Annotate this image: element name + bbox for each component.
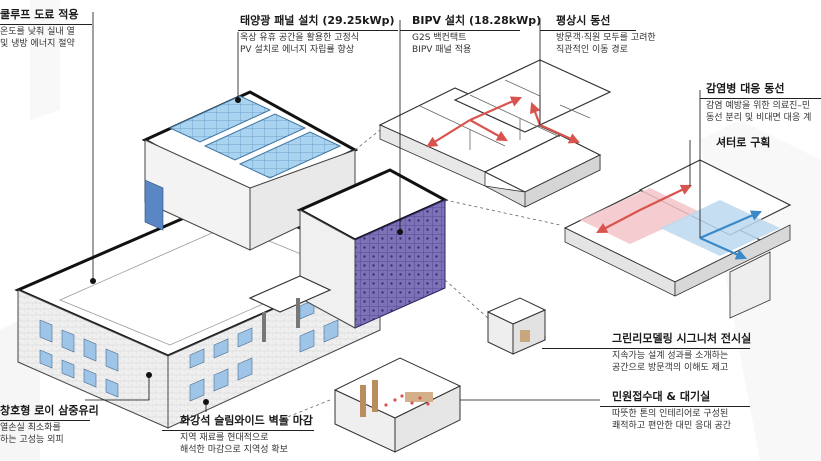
- main-building: [14, 90, 449, 429]
- callout-rule: [0, 420, 90, 421]
- callout-bipv-line-2: BIPV 패널 적용: [412, 45, 472, 55]
- floorplan-normal: [378, 59, 612, 208]
- floorplan-infection: [563, 159, 792, 319]
- callout-facade-line-2: 해석한 마감으로 지역성 확보: [180, 445, 288, 455]
- callout-green-remodel: 그린리모델링 시그니처 전시실 지속가능 설계 성과를 소개하는 공간으로 방문…: [542, 330, 752, 374]
- callout-window-line-2: 하는 고성능 외피: [0, 435, 64, 445]
- callout-cool-roof-title: 쿨루프 도료 적용: [0, 8, 79, 21]
- callout-infection-flow-title: 감염병 대응 동선: [706, 82, 785, 95]
- leader-lines: [85, 12, 701, 412]
- callout-green-remodel-title: 그린리모델링 시그니처 전시실: [612, 332, 752, 345]
- exhibition-room: [486, 297, 547, 355]
- callout-rule: [400, 30, 520, 31]
- callout-bipv-line-1: G2S 백컨택트: [412, 33, 467, 43]
- callout-normal-flow-line-2: 직관적인 이동 경로: [556, 45, 628, 55]
- callout-normal-flow-line-1: 방문객·직원 모두를 고려한: [556, 33, 656, 43]
- callout-infection-flow-line-1: 감염 예방을 위한 의료진–민: [706, 101, 811, 111]
- callout-facade-title: 화강석 슬림와이드 벽돌 마감: [180, 414, 313, 427]
- callout-solar-line-2: PV 설치로 에너지 자립률 향상: [240, 45, 355, 55]
- callout-reception: 민원접수대 & 대기실 따뜻한 톤의 인테리어로 구성된 쾌적하고 편안한 대민…: [600, 388, 750, 432]
- callout-window-title: 창호형 로이 삼중유리: [0, 404, 99, 417]
- callout-reception-title: 민원접수대 & 대기실: [612, 390, 711, 403]
- callout-cool-roof: 쿨루프 도료 적용 온도를 낮춰 실내 열 및 냉방 에너지 절약: [0, 6, 92, 50]
- solar-panels: [168, 95, 342, 179]
- callout-bipv-title: BIPV 설치 (18.28kWp): [412, 14, 542, 27]
- callout-facade: 화강석 슬림와이드 벽돌 마감 지역 재료를 현대적으로 해석한 마감으로 지역…: [162, 412, 314, 456]
- callout-infection-flow-line-2: 동선 분리 및 비대면 대응 계: [706, 113, 812, 123]
- callout-rule: [540, 30, 636, 31]
- callout-rule: [600, 406, 750, 407]
- callout-solar-line-1: 옥상 유휴 공간을 활용한 고정식: [240, 33, 360, 43]
- callout-reception-line-2: 쾌적하고 편안한 대민 응대 공간: [612, 421, 732, 431]
- callout-infection-flow: 감염병 대응 동선 감염 예방을 위한 의료진–민 동선 분리 및 비대면 대응…: [700, 80, 821, 124]
- callout-facade-line-1: 지역 재료를 현대적으로: [180, 433, 269, 443]
- callout-shutter-title: 셔터로 구획: [716, 136, 771, 149]
- callout-window: 창호형 로이 삼중유리 열손실 최소화를 하는 고성능 외피: [0, 402, 99, 446]
- callout-bipv: BIPV 설치 (18.28kWp) G2S 백컨택트 BIPV 패널 적용: [400, 12, 542, 56]
- reception-room: [333, 357, 462, 453]
- callout-rule: [162, 430, 314, 431]
- callout-reception-line-1: 따뜻한 톤의 인테리어로 구성된: [612, 409, 729, 419]
- callout-rule: [542, 348, 750, 349]
- callout-cool-roof-line-1: 온도를 낮춰 실내 열: [0, 27, 75, 37]
- callout-normal-flow-title: 평상시 동선: [556, 14, 611, 27]
- callout-normal-flow: 평상시 동선 방문객·직원 모두를 고려한 직관적인 이동 경로: [540, 12, 656, 56]
- connector-lines: [279, 129, 561, 421]
- callout-window-line-1: 열손실 최소화를: [0, 423, 61, 433]
- callout-solar: 태양광 패널 설치 (29.25kWp) 옥상 유휴 공간을 활용한 고정식 P…: [238, 12, 398, 56]
- callout-green-remodel-line-1: 지속가능 설계 성과를 소개하는: [612, 351, 729, 361]
- callout-cool-roof-line-2: 및 냉방 에너지 절약: [0, 39, 75, 49]
- callout-rule: [0, 24, 92, 25]
- callout-rule: [238, 30, 398, 31]
- callout-green-remodel-line-2: 공간으로 방문객의 이해도 제고: [612, 363, 729, 373]
- callout-rule: [700, 98, 821, 99]
- callout-solar-title: 태양광 패널 설치 (29.25kWp): [240, 14, 395, 27]
- callout-shutter: 셔터로 구획: [716, 134, 770, 150]
